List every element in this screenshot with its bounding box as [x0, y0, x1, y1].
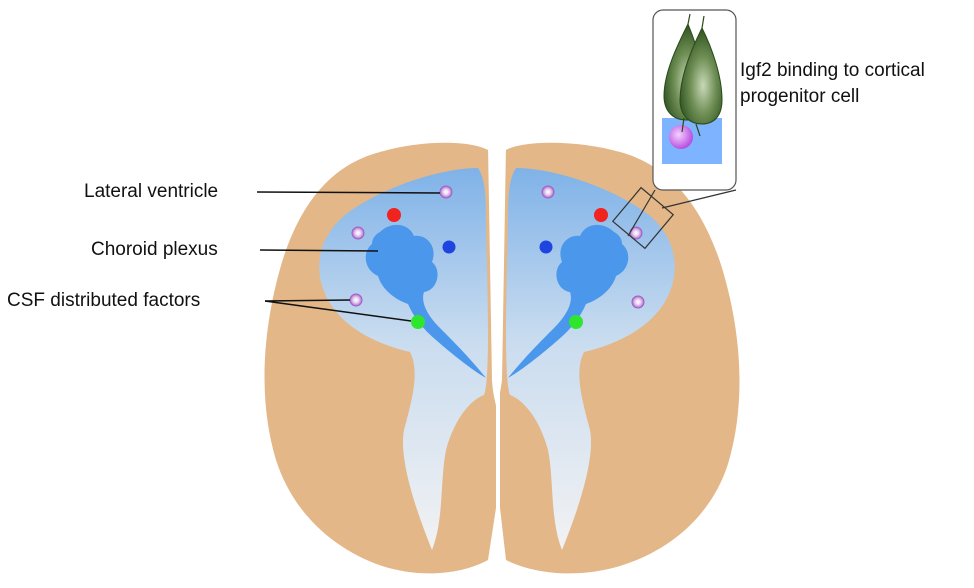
csf-factor-red	[594, 208, 608, 222]
leader-choroid-plexus	[260, 250, 378, 251]
leader-lateral-ventricle	[257, 192, 440, 193]
csf-factor-purple	[632, 296, 644, 308]
csf-factor-purple	[352, 227, 364, 239]
csf-factor-blue	[443, 241, 456, 254]
csf-factor-purple	[440, 186, 452, 198]
csf-factor-red	[387, 208, 401, 222]
igf2-bound-ligand	[669, 125, 693, 149]
csf-factor-purple	[350, 294, 362, 306]
label-igf2-line2: progenitor cell	[740, 85, 859, 109]
label-csf-factors: CSF distributed factors	[7, 289, 200, 313]
csf-factor-green	[411, 315, 425, 329]
csf-factor-green	[569, 315, 583, 329]
label-choroid-plexus: Choroid plexus	[91, 238, 218, 262]
leader-csf-1	[265, 300, 350, 301]
label-igf2-line1: Igf2 binding to cortical	[740, 59, 925, 83]
csf-factor-blue	[540, 241, 553, 254]
label-lateral-ventricle: Lateral ventricle	[84, 180, 218, 204]
csf-factor-purple	[542, 186, 554, 198]
